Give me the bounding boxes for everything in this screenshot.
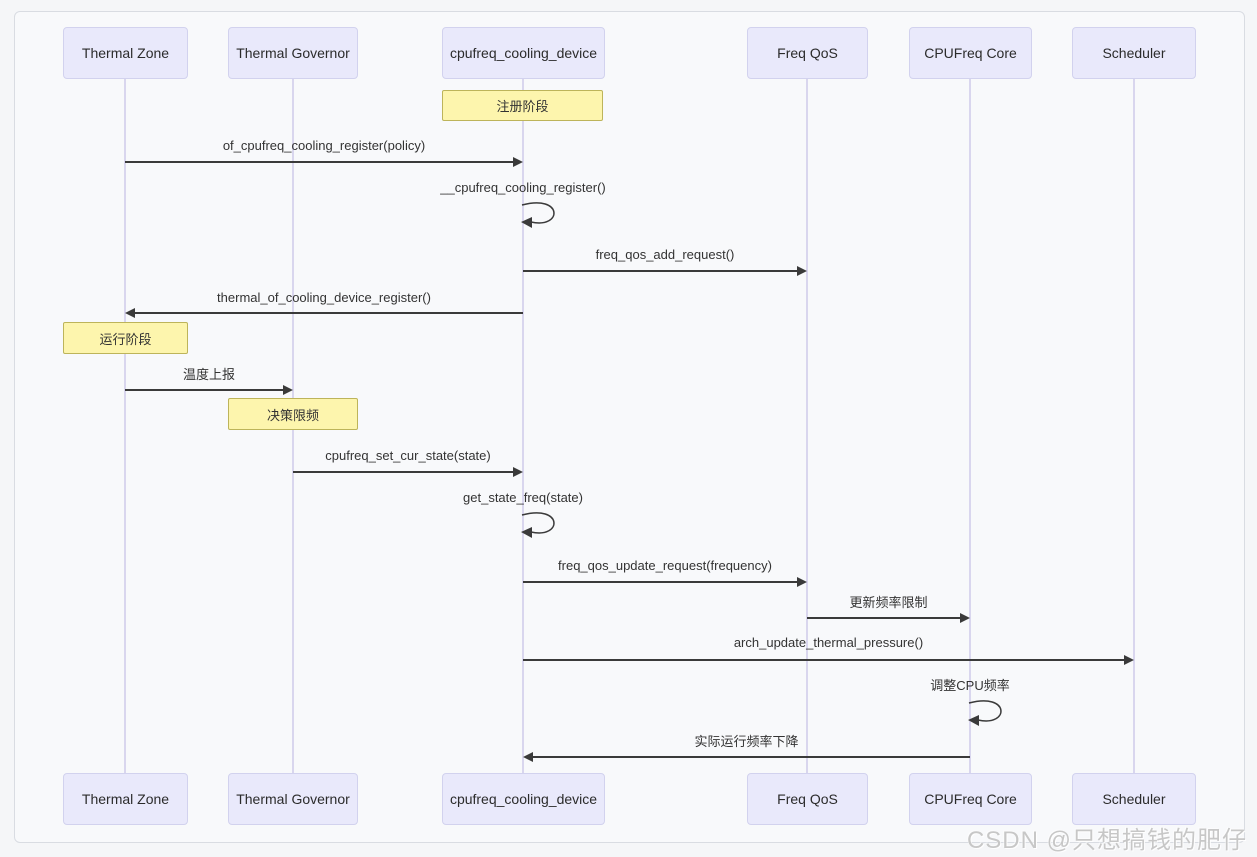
message-label: arch_update_thermal_pressure() <box>733 635 924 650</box>
message-line <box>134 312 523 314</box>
arrowhead-left-icon <box>523 752 533 762</box>
arrowhead-right-icon <box>513 157 523 167</box>
message-line <box>532 756 970 758</box>
self-loop-icon <box>968 700 1002 726</box>
lifeline-cpufreq-core <box>969 79 971 773</box>
message-label: __cpufreq_cooling_register() <box>440 180 606 195</box>
message-line <box>807 617 962 619</box>
note-runtime-phase: 运行阶段 <box>63 322 188 354</box>
message-line <box>293 471 515 473</box>
participant-top-thermal-zone: Thermal Zone <box>63 27 188 79</box>
note-decide-freq-limit: 决策限频 <box>228 398 358 430</box>
self-loop-icon <box>521 202 555 228</box>
message-label: freq_qos_update_request(frequency) <box>558 558 772 573</box>
arrowhead-right-icon <box>960 613 970 623</box>
arrowhead-left-icon <box>125 308 135 318</box>
participant-bottom-thermal-zone: Thermal Zone <box>63 773 188 825</box>
message-label: 实际运行频率下降 <box>694 734 799 749</box>
participant-top-freq-qos: Freq QoS <box>747 27 868 79</box>
participant-bottom-scheduler: Scheduler <box>1072 773 1196 825</box>
message-label: thermal_of_cooling_device_register() <box>217 290 431 305</box>
participant-top-thermal-governor: Thermal Governor <box>228 27 358 79</box>
message-label: cpufreq_set_cur_state(state) <box>325 448 491 463</box>
message-label: get_state_freq(state) <box>463 490 583 505</box>
message-label: freq_qos_add_request() <box>595 247 735 262</box>
message-line <box>523 659 1126 661</box>
diagram-frame <box>14 11 1245 843</box>
lifeline-freq-qos <box>806 79 808 773</box>
message-line <box>125 389 285 391</box>
arrowhead-right-icon <box>283 385 293 395</box>
arrowhead-right-icon <box>513 467 523 477</box>
participant-bottom-cpufreq-core: CPUFreq Core <box>909 773 1032 825</box>
note-registration-phase: 注册阶段 <box>442 90 603 121</box>
message-label: 调整CPU频率 <box>930 678 1010 693</box>
message-line <box>125 161 515 163</box>
message-label: 温度上报 <box>182 367 235 382</box>
lifeline-scheduler <box>1133 79 1135 773</box>
message-label: 更新频率限制 <box>849 595 928 610</box>
watermark: CSDN @只想搞钱的肥仔 <box>966 827 1247 854</box>
participant-top-cpufreq-core: CPUFreq Core <box>909 27 1032 79</box>
participant-top-cpufreq-cooling-device: cpufreq_cooling_device <box>442 27 605 79</box>
self-loop-icon <box>521 512 555 538</box>
participant-bottom-cpufreq-cooling-device: cpufreq_cooling_device <box>442 773 605 825</box>
participant-top-scheduler: Scheduler <box>1072 27 1196 79</box>
participant-bottom-thermal-governor: Thermal Governor <box>228 773 358 825</box>
message-line <box>523 270 799 272</box>
participant-bottom-freq-qos: Freq QoS <box>747 773 868 825</box>
message-label: of_cpufreq_cooling_register(policy) <box>222 138 426 153</box>
lifeline-cpufreq-cooling-device <box>522 79 524 773</box>
arrowhead-right-icon <box>1124 655 1134 665</box>
arrowhead-right-icon <box>797 266 807 276</box>
message-line <box>523 581 799 583</box>
arrowhead-right-icon <box>797 577 807 587</box>
lifeline-thermal-zone <box>124 79 126 773</box>
